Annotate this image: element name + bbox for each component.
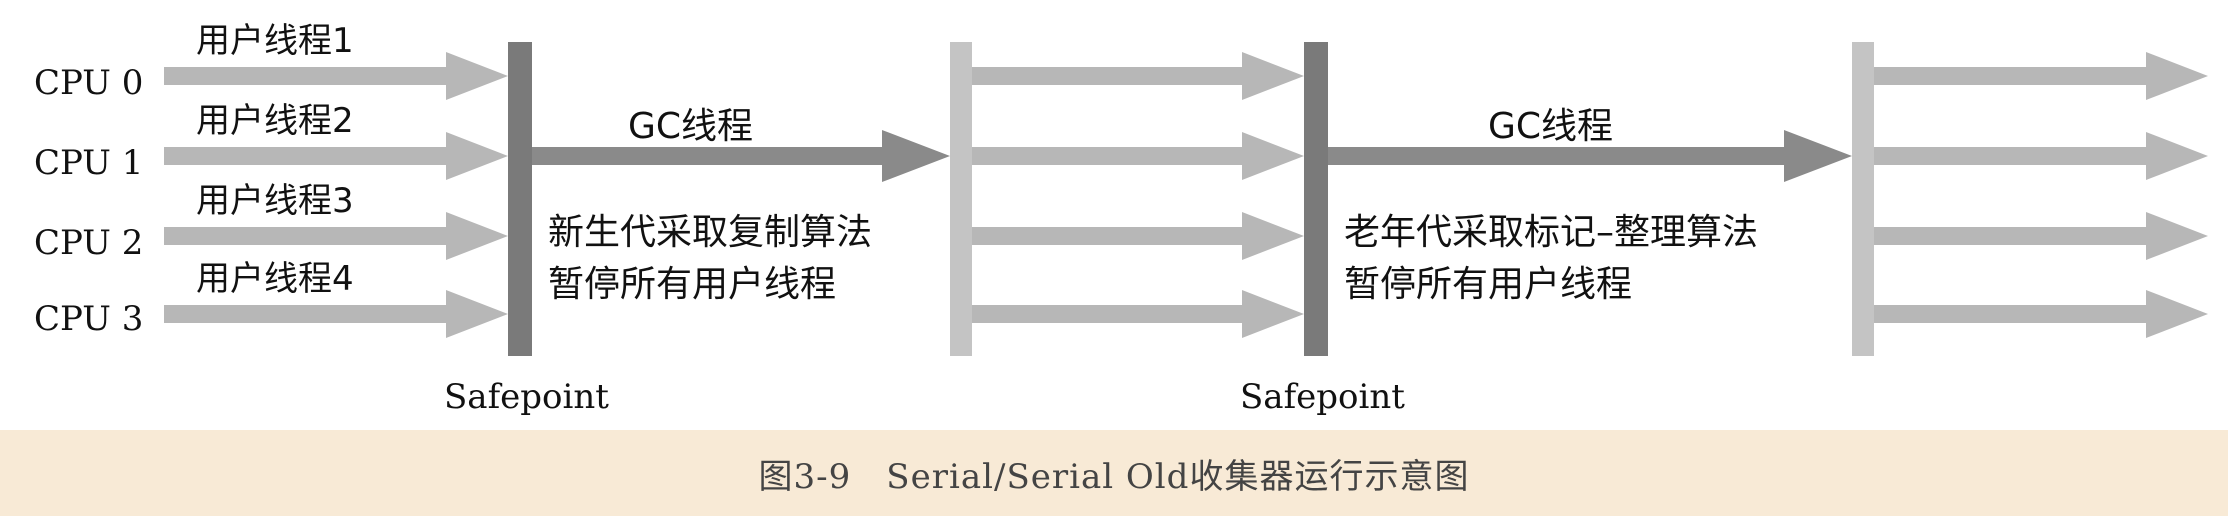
user-thread-label: 用户线程3 <box>196 181 354 221</box>
user-thread-arrow <box>952 52 1304 100</box>
user-thread-arrow <box>1852 52 2208 100</box>
gc-thread-arrow <box>520 130 950 182</box>
resume-pillar <box>950 42 972 356</box>
user-thread-label: 用户线程2 <box>196 101 354 141</box>
figure-caption: 图3-9 Serial/Serial Old收集器运行示意图 <box>758 456 1470 497</box>
safepoint-bar <box>1304 42 1328 356</box>
safepoint-label: Safepoint <box>444 377 609 417</box>
user-thread-arrow <box>1852 212 2208 260</box>
gc-thread-label: GC线程 <box>628 106 753 147</box>
user-thread-arrow <box>164 52 508 100</box>
user-thread-arrow <box>164 212 508 260</box>
cpu-label: CPU 0 <box>34 63 143 103</box>
user-thread-arrow <box>952 212 1304 260</box>
gc-description-line1: 老年代采取标记–整理算法 <box>1344 212 1758 253</box>
diagram: CPU 0 CPU 1 CPU 2 CPU 3 用户线程1 用户线程2 用户线程… <box>34 21 2208 417</box>
cpu-label: CPU 3 <box>34 299 143 339</box>
gc-description-line1: 新生代采取复制算法 <box>548 212 872 253</box>
user-thread-arrow <box>952 290 1304 338</box>
cpu-label: CPU 2 <box>34 223 143 263</box>
user-thread-arrow <box>164 290 508 338</box>
gc-description-line2: 暂停所有用户线程 <box>1344 264 1632 305</box>
user-thread-arrow <box>952 132 1304 180</box>
gc-thread-label: GC线程 <box>1488 106 1613 147</box>
user-thread-arrow <box>164 132 508 180</box>
safepoint-bar <box>508 42 532 356</box>
user-thread-label: 用户线程1 <box>196 21 354 61</box>
cpu-label: CPU 1 <box>34 143 143 183</box>
user-thread-arrow <box>1852 290 2208 338</box>
caption-bar: 图3-9 Serial/Serial Old收集器运行示意图 <box>0 430 2228 516</box>
user-thread-label: 用户线程4 <box>196 259 354 299</box>
safepoint-label: Safepoint <box>1240 377 1405 417</box>
gc-thread-arrow <box>1324 130 1852 182</box>
resume-pillar <box>1852 42 1874 356</box>
user-thread-arrow <box>1852 132 2208 180</box>
gc-description-line2: 暂停所有用户线程 <box>548 264 836 305</box>
arrows-layer <box>164 42 2208 356</box>
